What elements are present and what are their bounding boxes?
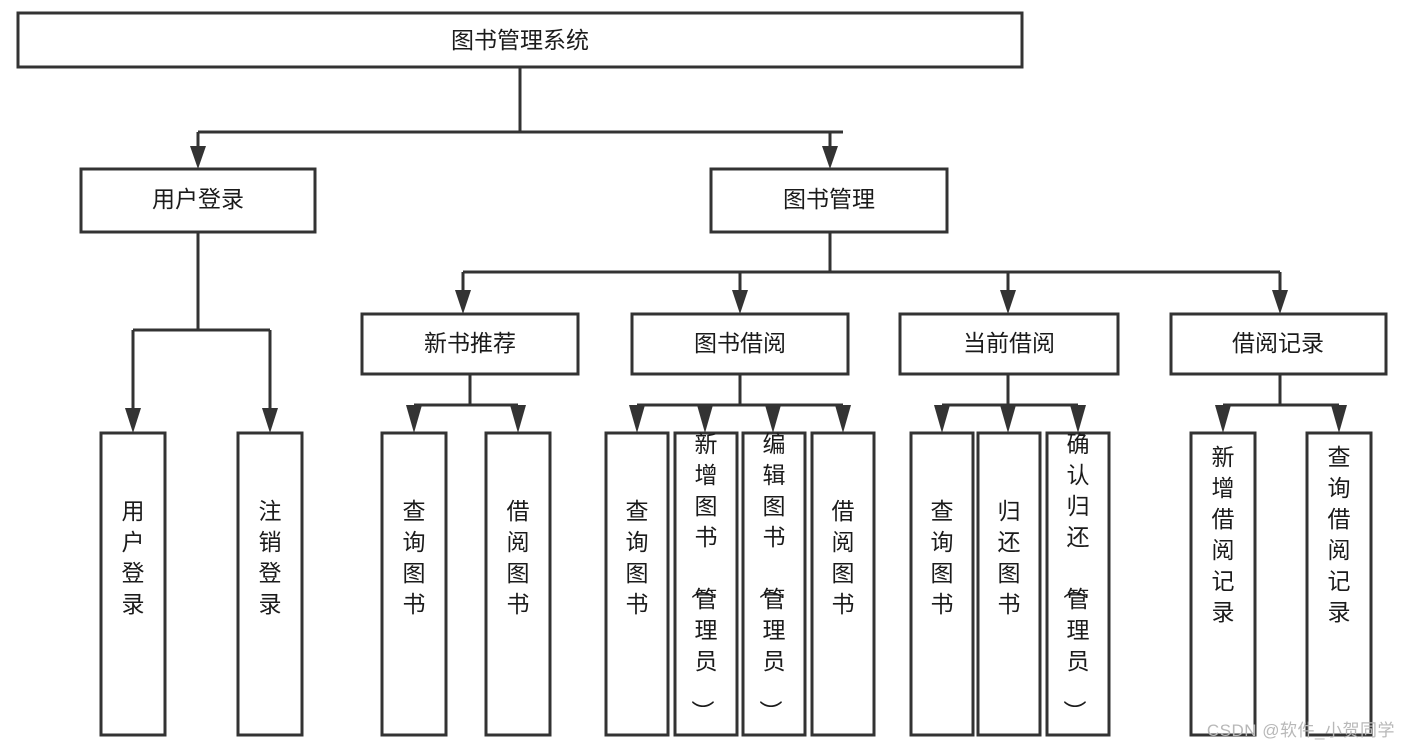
connectors-borrowrecord-to-leaves: [1215, 374, 1347, 433]
leaf-confirm-return-box[interactable]: [1045, 431, 1111, 737]
node-new-book-recommend-box[interactable]: [360, 312, 580, 376]
arrowhead-leaf-add-record: [1215, 405, 1231, 433]
arrowhead-leaf-add-book: [697, 405, 713, 433]
arrowhead-leaf-borrow-book-1: [510, 405, 526, 433]
leaf-add-book-box[interactable]: [673, 431, 739, 737]
leaf-query-book-2[interactable]: 查询图书: [604, 431, 670, 737]
arrowhead-leaf-edit-book: [765, 405, 781, 433]
connectors-userlogin-to-leaves: [125, 232, 278, 433]
leaf-edit-book-box[interactable]: [741, 431, 807, 737]
node-new-book-recommend[interactable]: 新书推荐: [360, 312, 580, 376]
leaf-query-book-3-label: 查询图书: [931, 498, 954, 617]
leaf-user-login[interactable]: 用户登录: [99, 431, 167, 737]
node-current-borrow-label: 当前借阅: [963, 330, 1055, 356]
connectors-bookmanage-to-level3: [455, 232, 1288, 314]
leaf-query-book-1[interactable]: 查询图书: [380, 431, 448, 737]
arrowhead-book-manage: [822, 146, 838, 169]
node-borrow-record-label: 借阅记录: [1232, 330, 1324, 356]
leaf-borrow-book-2-box[interactable]: [810, 431, 876, 737]
node-root-label: 图书管理系统: [451, 27, 589, 53]
arrowhead-leaf-query-record: [1331, 405, 1347, 433]
node-book-manage-box[interactable]: [709, 167, 949, 234]
arrowhead-user-login: [190, 146, 206, 169]
node-user-login-label: 用户登录: [152, 186, 244, 212]
leaf-borrow-book-1[interactable]: 借阅图书: [484, 431, 552, 737]
arrowhead-leaf-query-book-2: [629, 405, 645, 433]
leaf-edit-book-label: 编辑图书（管理员）: [758, 431, 786, 723]
arrowhead-borrow-record: [1272, 290, 1288, 314]
leaf-query-record-label: 查询借阅记录: [1328, 444, 1351, 625]
leaf-logout-login-label: 注销登录: [259, 498, 282, 617]
node-root-box[interactable]: [16, 11, 1024, 69]
leaf-add-record-box[interactable]: [1189, 431, 1257, 737]
leaf-borrow-book-2-label: 借阅图书: [832, 498, 855, 617]
leaf-query-book-1-box[interactable]: [380, 431, 448, 737]
leaf-query-book-3-box[interactable]: [909, 431, 975, 737]
leaf-borrow-book-1-box[interactable]: [484, 431, 552, 737]
leaf-query-book-1-label: 查询图书: [403, 498, 426, 617]
leaf-add-book[interactable]: 新增图书（管理员）: [673, 431, 739, 737]
node-book-manage-label: 图书管理: [783, 186, 875, 212]
arrowhead-current-borrow: [1000, 290, 1016, 314]
leaf-query-record-box[interactable]: [1305, 431, 1373, 737]
arrowhead-book-borrow: [732, 290, 748, 314]
leaf-add-book-label: 新增图书（管理员）: [690, 431, 718, 723]
node-book-borrow[interactable]: 图书借阅: [630, 312, 850, 376]
connectors-currentborrow-to-leaves: [934, 374, 1086, 433]
arrowhead-leaf-return-book: [1000, 405, 1016, 433]
leaf-query-record[interactable]: 查询借阅记录: [1305, 431, 1373, 737]
connectors-bookborrow-to-leaves: [629, 374, 851, 433]
node-book-manage[interactable]: 图书管理: [709, 167, 949, 234]
leaf-return-book-box[interactable]: [976, 431, 1042, 737]
node-user-login-box[interactable]: [79, 167, 317, 234]
leaf-logout-login[interactable]: 注销登录: [236, 431, 304, 737]
leaf-query-book-3[interactable]: 查询图书: [909, 431, 975, 737]
arrowhead-leaf-query-book-1: [406, 405, 422, 433]
node-book-borrow-label: 图书借阅: [694, 330, 786, 356]
leaf-logout-login-box[interactable]: [236, 431, 304, 737]
arrowhead-leaf-user-login: [125, 408, 141, 433]
arrowhead-leaf-borrow-book-2: [835, 405, 851, 433]
node-borrow-record[interactable]: 借阅记录: [1169, 312, 1388, 376]
arrowhead-leaf-logout-login: [262, 408, 278, 433]
leaf-edit-book[interactable]: 编辑图书（管理员）: [741, 431, 807, 737]
node-user-login[interactable]: 用户登录: [79, 167, 317, 234]
leaf-add-record[interactable]: 新增借阅记录: [1189, 431, 1257, 737]
leaf-borrow-book-1-label: 借阅图书: [507, 498, 530, 617]
csdn-watermark: CSDN @软件_小贺同学: [1206, 721, 1395, 740]
leaf-confirm-return-label: 确认归还（管理员）: [1062, 431, 1090, 723]
leaf-query-book-2-label: 查询图书: [626, 498, 649, 617]
leaf-add-record-label: 新增借阅记录: [1212, 444, 1235, 625]
leaf-return-book[interactable]: 归还图书: [976, 431, 1042, 737]
arrowhead-new-book-recommend: [455, 290, 471, 314]
leaf-user-login-box[interactable]: [99, 431, 167, 737]
node-borrow-record-box[interactable]: [1169, 312, 1388, 376]
leaf-confirm-return[interactable]: 确认归还（管理员）: [1045, 431, 1111, 737]
node-new-book-recommend-label: 新书推荐: [424, 330, 516, 356]
node-root[interactable]: 图书管理系统: [16, 11, 1024, 69]
leaf-return-book-label: 归还图书: [998, 498, 1021, 617]
node-current-borrow-box[interactable]: [898, 312, 1120, 376]
node-current-borrow[interactable]: 当前借阅: [898, 312, 1120, 376]
arrowhead-leaf-query-book-3: [934, 405, 950, 433]
leaf-query-book-2-box[interactable]: [604, 431, 670, 737]
node-book-borrow-box[interactable]: [630, 312, 850, 376]
arrowhead-leaf-confirm-return: [1070, 405, 1086, 433]
leaf-user-login-label: 用户登录: [122, 498, 145, 617]
leaf-borrow-book-2[interactable]: 借阅图书: [810, 431, 876, 737]
connectors-root-to-level2: [190, 67, 843, 169]
connectors-newbook-to-leaves: [406, 374, 526, 433]
